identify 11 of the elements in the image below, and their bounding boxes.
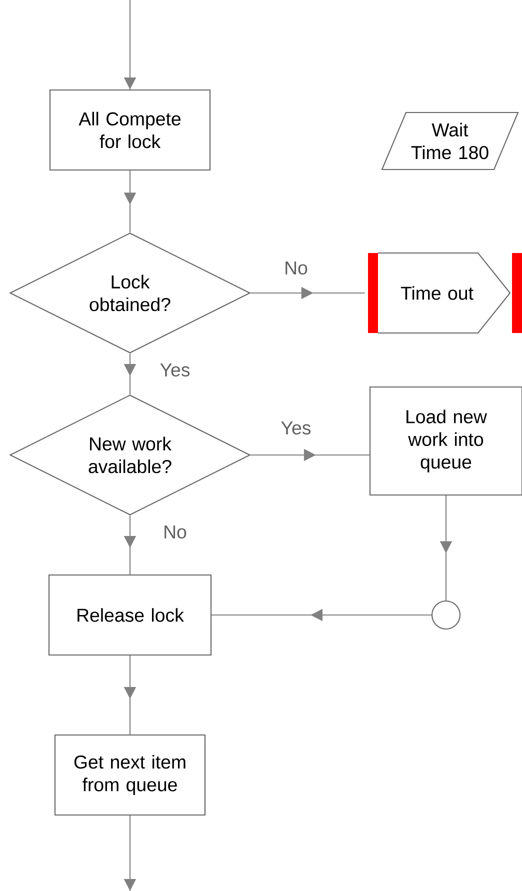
edge-label: No [164,525,186,538]
edge-label: Yes [160,363,190,376]
input-parallelogram: Wait Time 180 [381,112,519,170]
process-box: All Compete for lock [49,89,211,171]
process-box: Release lock [48,574,212,656]
edge-label: Yes [281,421,311,434]
connector-circle [431,600,461,630]
process-box: Get next item from queue [54,734,206,816]
process-box: Load new work into queue [369,386,522,496]
edge-label: No [286,261,308,274]
node-label: Time out [400,286,474,300]
